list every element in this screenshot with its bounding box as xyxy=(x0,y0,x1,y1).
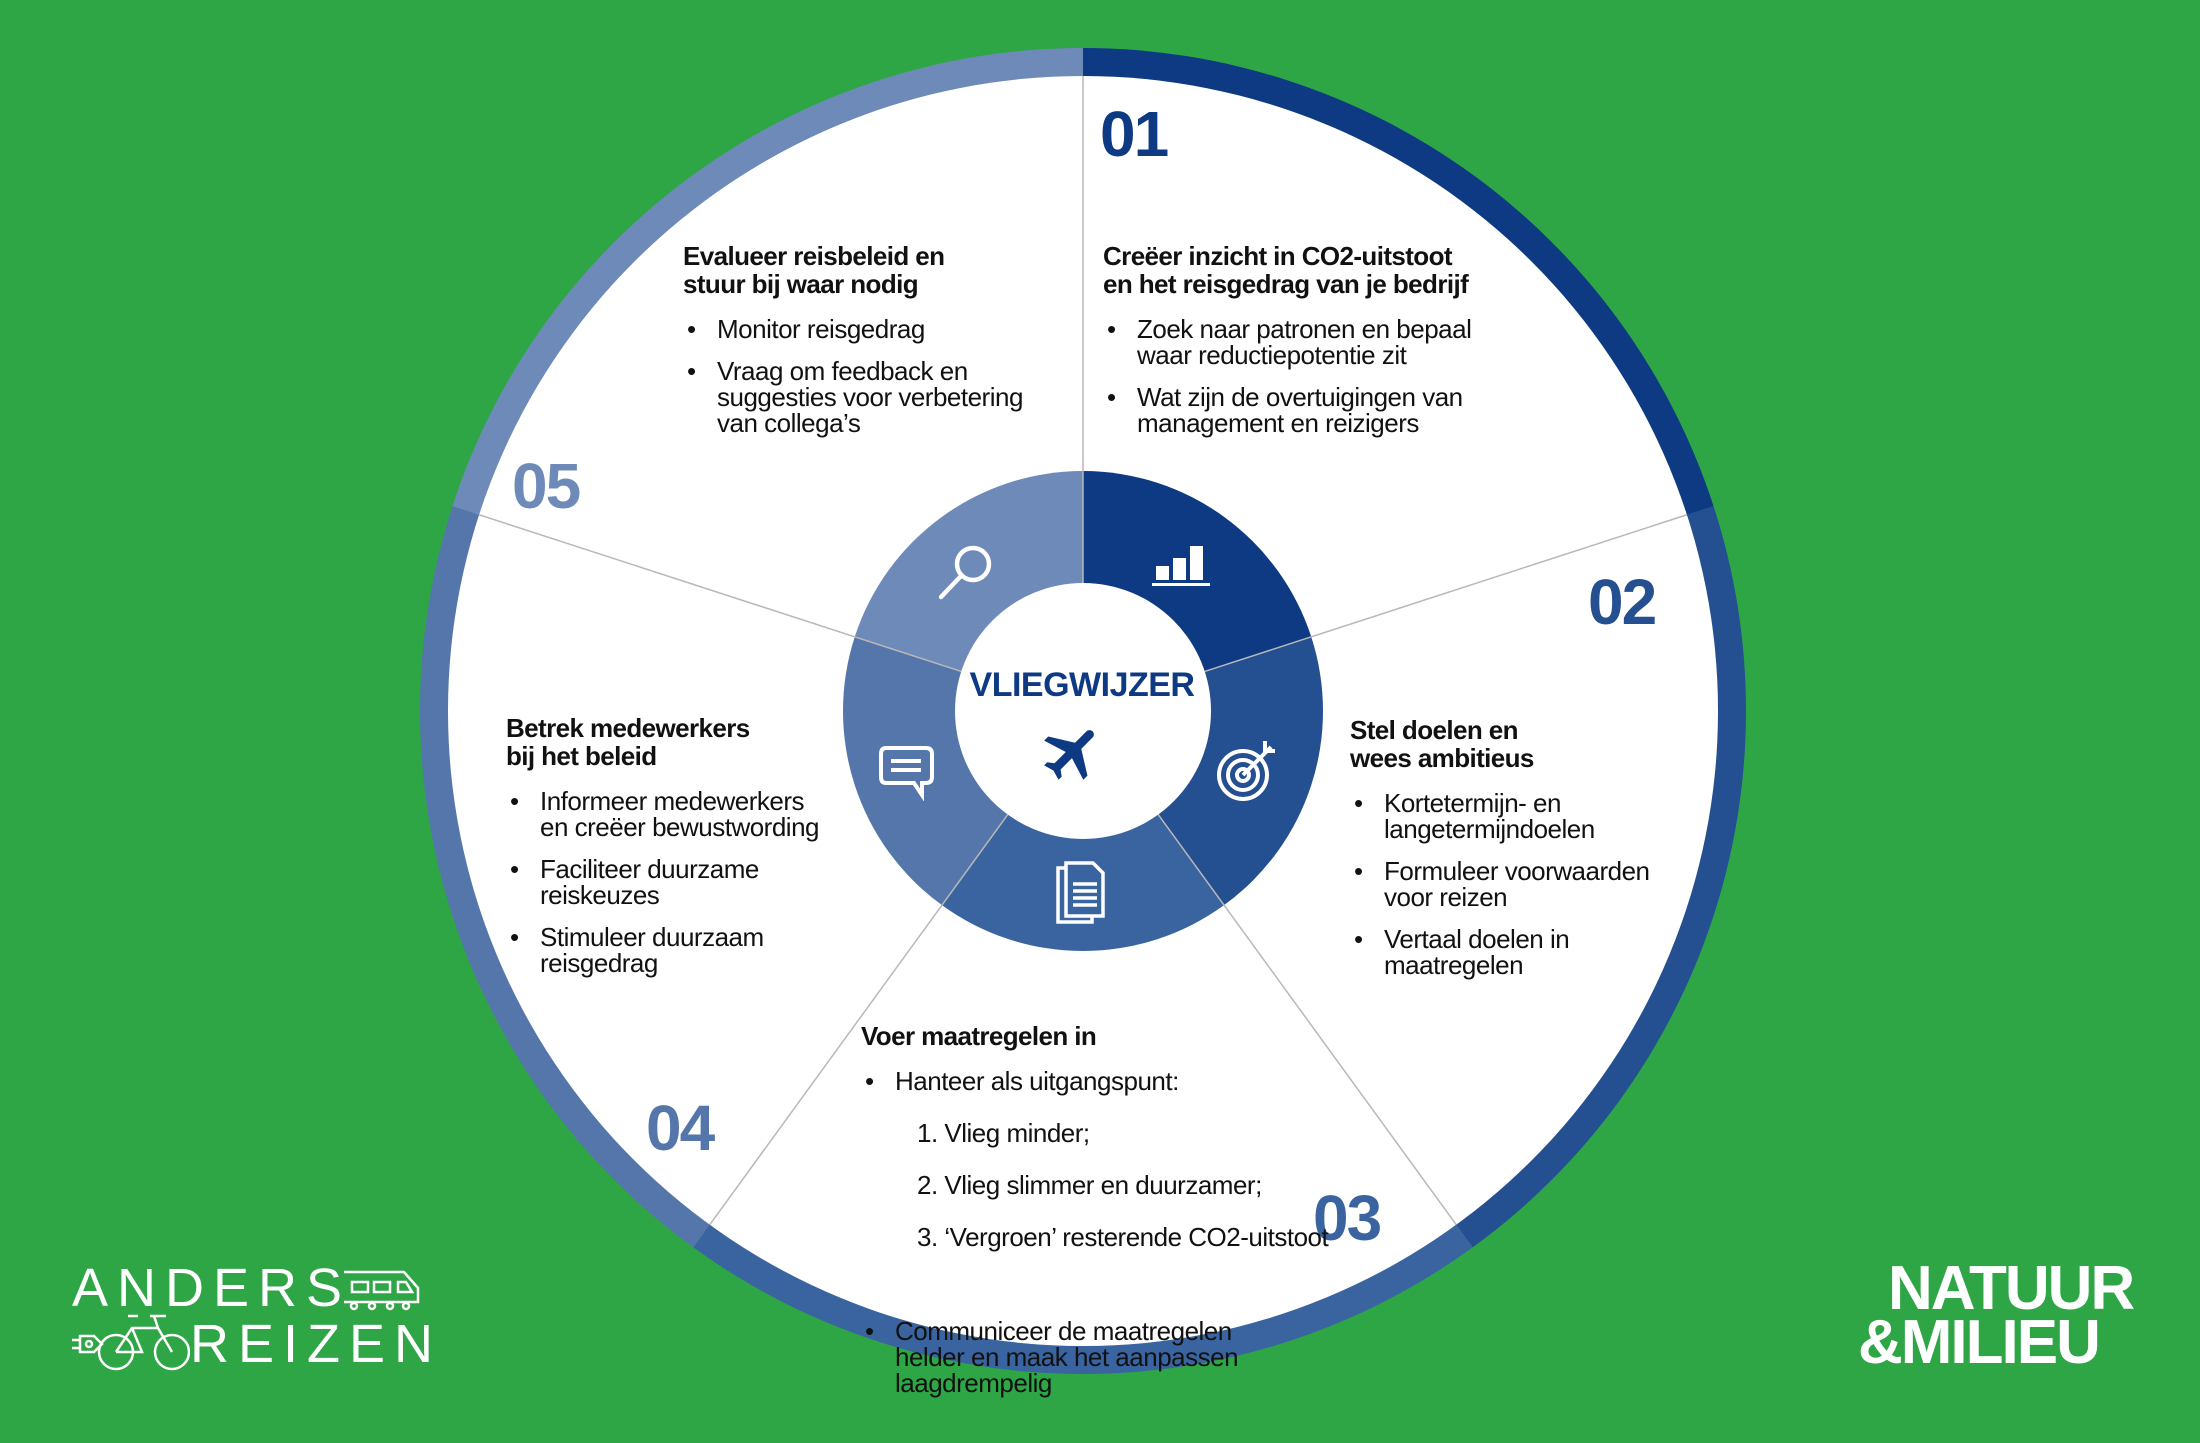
bullet-item: •Kortetermijn- en langetermijndoelen xyxy=(1354,788,1595,844)
bullet-item: •Formuleer voorwaarden voor reizen xyxy=(1354,856,1650,912)
bullet-item: •Informeer medewerkers en creëer bewustw… xyxy=(510,786,820,842)
bullet-item: •Faciliteer duurzame reiskeuzes xyxy=(510,854,759,910)
bullet-item: •Communiceer de maatregelen helder en ma… xyxy=(865,1316,1239,1398)
step-number-03: 03 xyxy=(1313,1182,1382,1254)
bullet-item: •Zoek naar patronen en bepaal waar reduc… xyxy=(1107,314,1472,370)
segment-divider xyxy=(1311,514,1688,638)
step-number-02: 02 xyxy=(1588,566,1657,638)
segment-divider xyxy=(941,814,1009,906)
section-heading: Voer maatregelen in xyxy=(861,1021,1097,1051)
airplane-icon xyxy=(1044,730,1094,780)
document-icon xyxy=(1056,861,1105,924)
section-03: Voer maatregelen in •Hanteer als uitgang… xyxy=(861,1021,1329,1412)
segment-divider xyxy=(1204,636,1312,673)
section-heading: Evalueer reisbeleid en stuur bij waar no… xyxy=(683,241,945,299)
numbered-item: 1. Vlieg minder; xyxy=(917,1118,1090,1148)
anders-reizen-logo: ANDERS REIZEN xyxy=(72,1258,443,1374)
step-number-01: 01 xyxy=(1100,98,1169,170)
section-02: Stel doelen en wees ambitieus •Korteterm… xyxy=(1350,716,1650,994)
section-heading: Stel doelen en wees ambitieus xyxy=(1350,715,1534,773)
section-heading: Betrek medewerkers bij het beleid xyxy=(506,713,750,771)
segment-divider xyxy=(1157,814,1225,906)
center-circle xyxy=(955,583,1211,839)
section-05: Evalueer reisbeleid en stuur bij waar no… xyxy=(683,242,1023,452)
bullet-item: •Wat zijn de overtuigingen van managemen… xyxy=(1107,382,1463,438)
magnifier-icon xyxy=(938,545,992,600)
bar-chart-icon xyxy=(1152,546,1210,586)
train-icon xyxy=(344,1270,420,1311)
segment-divider xyxy=(709,904,943,1226)
bullet-item: •Stimuleer duurzaam reisgedrag xyxy=(510,922,764,978)
bullet-item: •Hanteer als uitgangspunt: 1. Vlieg mind… xyxy=(861,1068,1329,1302)
electric-bike-icon xyxy=(72,1314,190,1371)
target-icon xyxy=(1217,741,1275,801)
bullet-item: •Vertaal doelen in maatregelen xyxy=(1354,924,1570,980)
bullet-item: •Monitor reisgedrag xyxy=(687,314,925,344)
section-heading: Creëer inzicht in CO2-uitstoot en het re… xyxy=(1103,241,1469,299)
numbered-item: 3. ‘Vergroen’ resterende CO2-uitstoot xyxy=(917,1222,1329,1252)
numbered-item: 2. Vlieg slimmer en duurzamer; xyxy=(917,1170,1262,1200)
segment-divider xyxy=(854,636,962,673)
step-number-04: 04 xyxy=(646,1092,715,1164)
bullet-item: •Vraag om feedback en suggesties voor ve… xyxy=(687,356,1023,438)
center-title: VLIEGWIJZER xyxy=(969,666,1195,704)
chat-icon xyxy=(879,746,934,801)
segment-divider xyxy=(478,514,855,638)
step-number-05: 05 xyxy=(512,450,581,522)
segment-divider xyxy=(1223,904,1457,1226)
section-01: Creëer inzicht in CO2-uitstoot en het re… xyxy=(1103,241,1472,452)
section-04: Betrek medewerkers bij het beleid •Infor… xyxy=(506,713,820,992)
numbered-list: 1. Vlieg minder; 2. Vlieg slimmer en duu… xyxy=(895,1094,1329,1276)
